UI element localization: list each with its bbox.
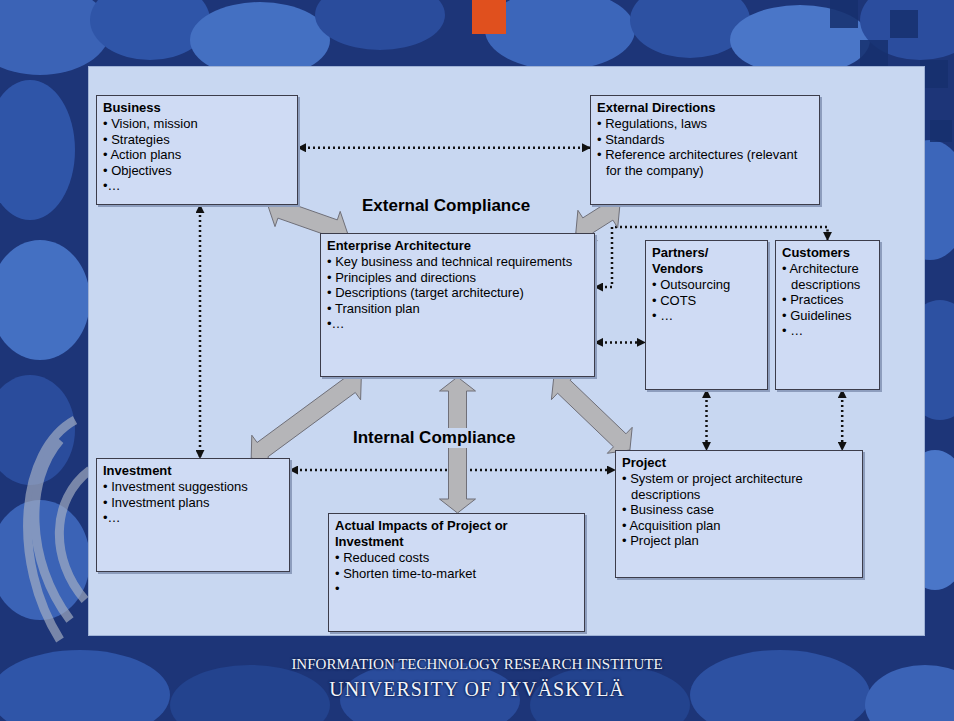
investment-box: Investment• Investment suggestions• Inve… (96, 458, 290, 572)
dotted-arrow (841, 390, 844, 450)
bullet-item: • Investment suggestions (103, 479, 283, 495)
bullet-item: • COTS (652, 293, 761, 309)
compliance-label: Internal Compliance (350, 428, 518, 448)
bullet-item: • Project plan (622, 533, 856, 549)
bullet-item: • Shorten time-to-market (335, 566, 578, 582)
bullet-item: • Principles and directions (327, 270, 588, 286)
box-heading: Partners/ Vendors (652, 245, 761, 277)
dotted-arrow (199, 205, 202, 458)
dotted-arrow (298, 147, 590, 150)
block-arrow (251, 371, 361, 464)
bullet-item: • Architecture descriptions (782, 261, 873, 292)
bullet-item: • Investment plans (103, 495, 283, 511)
block-arrow (551, 374, 632, 454)
bullet-item: •… (103, 510, 283, 526)
compliance-label: External Compliance (362, 196, 530, 216)
bullet-item: • Transition plan (327, 301, 588, 317)
bullet-item: • … (782, 323, 873, 339)
dotted-arrow (705, 390, 708, 450)
bullet-item: • Regulations, laws (597, 116, 813, 132)
bullet-item: • Acquisition plan (622, 518, 856, 534)
box-heading: Project (622, 455, 856, 471)
box-heading: Enterprise Architecture (327, 238, 588, 254)
box-heading: External Directions (597, 100, 813, 116)
box-heading: Customers (782, 245, 873, 261)
partners-box: Partners/ Vendors• Outsourcing• COTS• … (645, 240, 768, 390)
bullet-item: • Reference architectures (relevant for … (597, 147, 813, 178)
bullet-item: • Standards (597, 132, 813, 148)
bullet-item: • System or project architecture descrip… (622, 471, 856, 502)
bullet-item: • Business case (622, 502, 856, 518)
bullet-item: • Guidelines (782, 308, 873, 324)
impacts-box: Actual Impacts of Project or Investment•… (328, 513, 585, 632)
business-box: Business• Vision, mission• Strategies• A… (96, 95, 298, 205)
bullet-item: •… (103, 178, 291, 194)
bullet-item: • Strategies (103, 132, 291, 148)
box-heading: Investment (103, 463, 283, 479)
bullet-item: • … (652, 308, 761, 324)
bullet-item: • Vision, mission (103, 116, 291, 132)
bullet-item: • (335, 581, 578, 597)
bullet-item: • Practices (782, 292, 873, 308)
box-heading: Actual Impacts of Project or Investment (335, 518, 578, 550)
bullet-item: • Outsourcing (652, 277, 761, 293)
bullet-item: • Objectives (103, 163, 291, 179)
customers-box: Customers• Architecture descriptions• Pr… (775, 240, 880, 390)
project-box: Project• System or project architecture … (615, 450, 863, 578)
external-directions-box: External Directions• Regulations, laws• … (590, 95, 820, 205)
dotted-arrow (595, 341, 645, 344)
enterprise-architecture-box: Enterprise Architecture• Key business an… (320, 233, 595, 377)
bullet-item: •… (327, 316, 588, 332)
university-name: UNIVERSITY OF JYVÄSKYLÄ (0, 677, 954, 701)
institute-name: INFORMATION TECHNOLOGY RESEARCH INSTITUT… (0, 655, 954, 673)
bullet-item: • Key business and technical requirement… (327, 254, 588, 270)
bullet-item: • Descriptions (target architecture) (327, 285, 588, 301)
bullet-item: • Action plans (103, 147, 291, 163)
box-heading: Business (103, 100, 291, 116)
bullet-item: • Reduced costs (335, 550, 578, 566)
